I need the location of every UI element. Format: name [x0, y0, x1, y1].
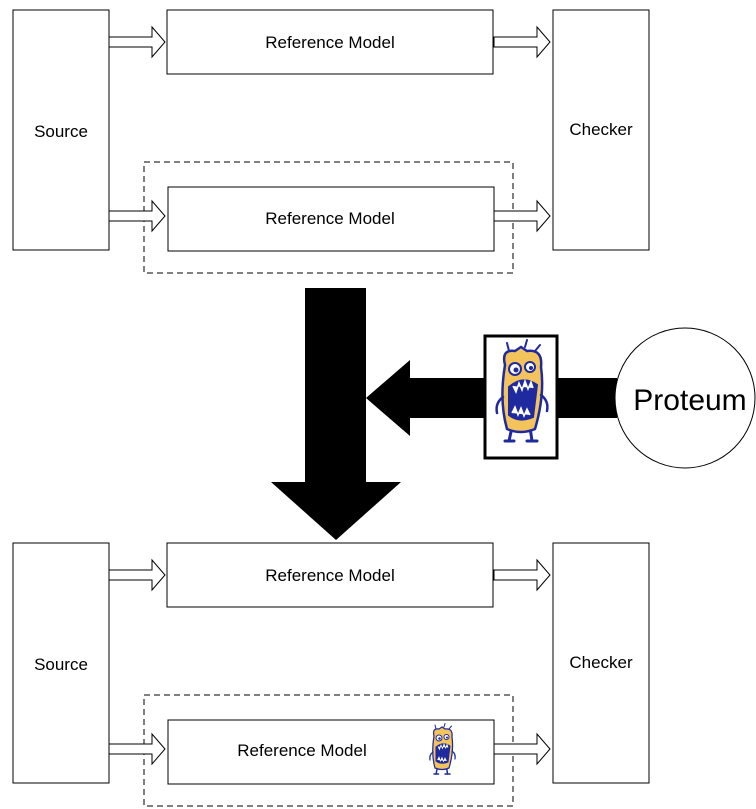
bottom-checker-box [552, 542, 650, 784]
proteum-to-mutant-bar [555, 378, 617, 418]
top-checker-label: Checker [569, 120, 633, 139]
top-arrow-source-to-model-lower [108, 200, 166, 232]
bottom-source-box [12, 542, 110, 784]
bottom-model-lower-label: Reference Model [237, 741, 366, 760]
proteum-circle [614, 327, 756, 469]
top-arrow-model-upper-to-checker [493, 26, 551, 58]
top-source-box [12, 9, 110, 251]
bottom-arrow-model-lower-to-checker [493, 733, 551, 765]
top-arrow-model-lower-to-checker [493, 200, 551, 232]
bottom-arrow-source-to-model-upper [108, 559, 166, 591]
bottom-source-label: Source [34, 655, 88, 674]
top-checker-box [552, 9, 650, 251]
top-model-box-upper [166, 9, 494, 75]
mutation-injection: Proteum [366, 327, 756, 469]
bottom-checker-label: Checker [569, 653, 633, 672]
top-model-lower-label: Reference Model [265, 209, 394, 228]
bottom-model-box-upper [166, 542, 494, 608]
bottom-diagram: Source Reference Model Reference Model C… [12, 542, 650, 807]
top-model-upper-label: Reference Model [265, 33, 394, 52]
top-diagram: Source Reference Model Reference Model C… [12, 9, 650, 274]
top-source-label: Source [34, 122, 88, 141]
mutant-injection-arrow [366, 360, 487, 436]
proteum-label: Proteum [633, 384, 746, 417]
bottom-arrow-source-to-model-lower [108, 733, 166, 765]
bottom-model-upper-label: Reference Model [265, 566, 394, 585]
transform-down-arrow [271, 288, 401, 540]
bottom-arrow-model-upper-to-checker [493, 559, 551, 591]
top-arrow-source-to-model-upper [108, 26, 166, 58]
